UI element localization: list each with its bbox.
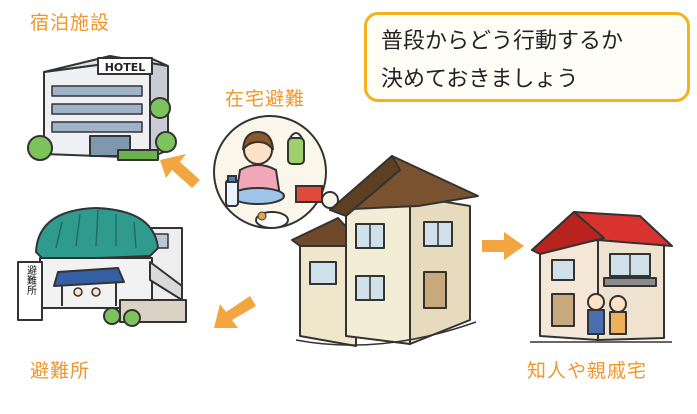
label-shelter: 避難所 (30, 360, 91, 382)
arrow-to-shelter (214, 296, 256, 328)
home-evacuation-bubble (213, 115, 347, 229)
arrow-to-relatives (482, 232, 524, 260)
callout-line-2: 決めておきましょう (381, 67, 579, 92)
arrows (160, 154, 524, 328)
label-hotel: 宿泊施設 (30, 12, 111, 34)
relatives-house-illustration (530, 211, 673, 343)
hotel-illustration: HOTEL (27, 55, 177, 161)
hotel-sign-text: HOTEL (105, 61, 146, 74)
shelter-sign-text: 避難所 (25, 264, 37, 296)
label-relatives-home: 知人や親戚宅 (527, 360, 648, 382)
callout-box: 普段からどう行動するか 決めておきましょう (364, 12, 690, 102)
shelter-illustration: 避難所 (17, 207, 187, 327)
arrow-to-hotel (160, 154, 200, 188)
label-home-evacuation: 在宅避難 (225, 88, 306, 110)
callout-line-1: 普段からどう行動するか (381, 29, 624, 54)
center-house-illustration (291, 155, 479, 347)
